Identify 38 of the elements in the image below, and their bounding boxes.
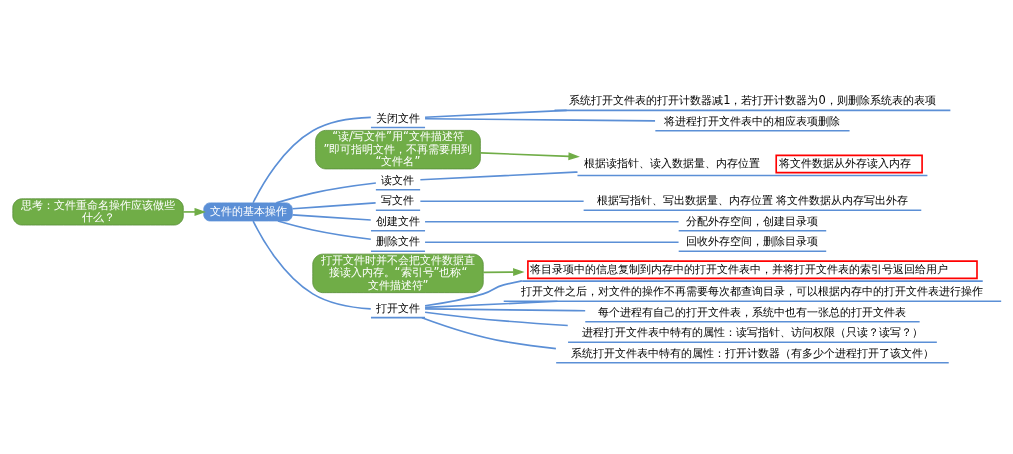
- connector: [275, 181, 377, 204]
- node-box: “读/写文件”用“文件描述符”即可指明文件，不再需要用到“文件名”: [314, 129, 481, 169]
- node-box: 打开文件时并不会把文件数据直接读入内存。“索引号”也称“文件描述符”: [311, 253, 484, 293]
- arrow: [482, 267, 525, 276]
- connector: [423, 307, 586, 312]
- connector: [291, 201, 376, 210]
- arrow: [182, 207, 206, 216]
- connector: [291, 213, 372, 221]
- node-text: 回收外存空间，删除目录项: [685, 233, 818, 248]
- connector: [423, 109, 567, 118]
- connector: [423, 299, 558, 308]
- node-text: 分配外存空间，创建目录项: [685, 213, 818, 228]
- node-text: 根据写指针、写出数据量、内存位置 将文件数据从内存写出外存: [596, 192, 908, 207]
- connector: [419, 199, 584, 202]
- node-text: 将进程打开文件表中的相应表项删除: [663, 113, 840, 128]
- node-text: 写文件: [381, 192, 414, 207]
- node-box: 思考：文件重命名操作应该做些什么？: [11, 197, 184, 225]
- node-text: 删除文件: [375, 233, 420, 248]
- node-text: 每个进程有自己的打开文件表，系统中也有一张总的打开文件表: [597, 304, 906, 319]
- node-text: 进程打开文件表中特有的属性：读写指针、访问权限（只读？读写？）: [581, 324, 923, 339]
- connector: [423, 220, 679, 223]
- node-text: 关闭文件: [375, 110, 420, 125]
- connector: [251, 116, 372, 204]
- connector: [276, 219, 372, 240]
- connector: [419, 170, 578, 181]
- connector: [423, 240, 679, 243]
- connector: [423, 117, 656, 122]
- connector: [423, 310, 569, 326]
- node-text: 系统打开文件表中特有的属性：打开计数器（有多少个进程打开了该文件）: [570, 345, 934, 360]
- arrow: [479, 151, 580, 160]
- node-text: 打开文件之后，对文件的操作不再需要每次都查询目录，可以根据内存中的打开文件表进行操作: [520, 283, 983, 298]
- node-text: 打开文件: [375, 300, 420, 315]
- connector: [251, 219, 372, 310]
- node-box: 文件的基本操作: [202, 202, 293, 221]
- node-text: 创建文件: [375, 213, 420, 228]
- node-text: 读文件: [381, 172, 414, 187]
- node-text: 系统打开文件表的打开计数器减1，若打开计数器为0，则删除系统表的表项: [568, 92, 936, 107]
- connector: [420, 316, 557, 349]
